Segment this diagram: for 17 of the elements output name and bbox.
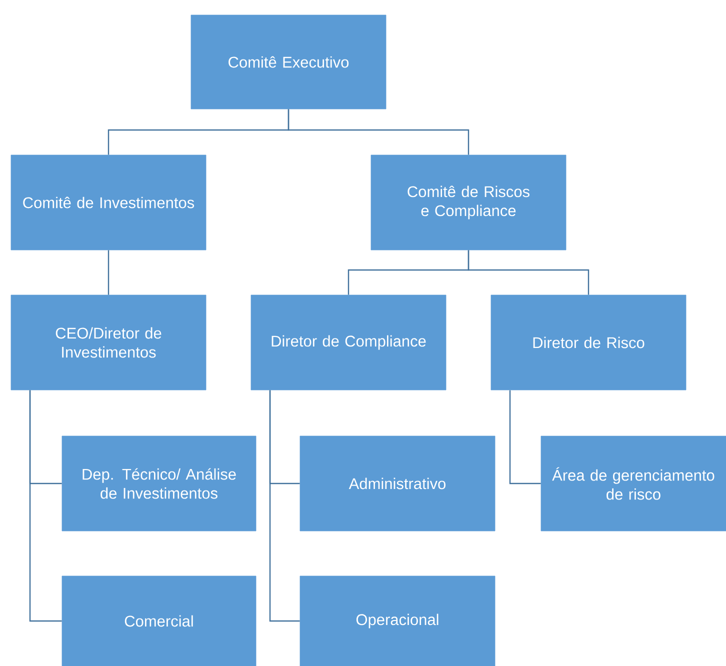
org-box: Dep. Técnico/ Análise de Investimentos [62,436,256,532]
connector-line [29,390,62,622]
org-box: Comercial [62,576,256,666]
connector-line [509,390,541,484]
org-box: Área de gerenciamento de risco [540,436,726,532]
org-box: Administrativo [300,436,496,532]
connector-line [108,250,110,295]
connector-line [468,250,590,295]
org-box: Operacional [300,576,496,666]
connector-line [288,109,470,155]
org-box: Diretor de Compliance [250,294,446,390]
org-box: CEO/Diretor de Investimentos [10,294,206,390]
org-box: Comitê de Riscos e Compliance [370,154,566,250]
org-box: Comitê Executivo [190,14,386,110]
connector-line [269,390,300,622]
org-box: Diretor de Risco [490,294,686,390]
org-box: Comitê de Investimentos [10,154,206,250]
